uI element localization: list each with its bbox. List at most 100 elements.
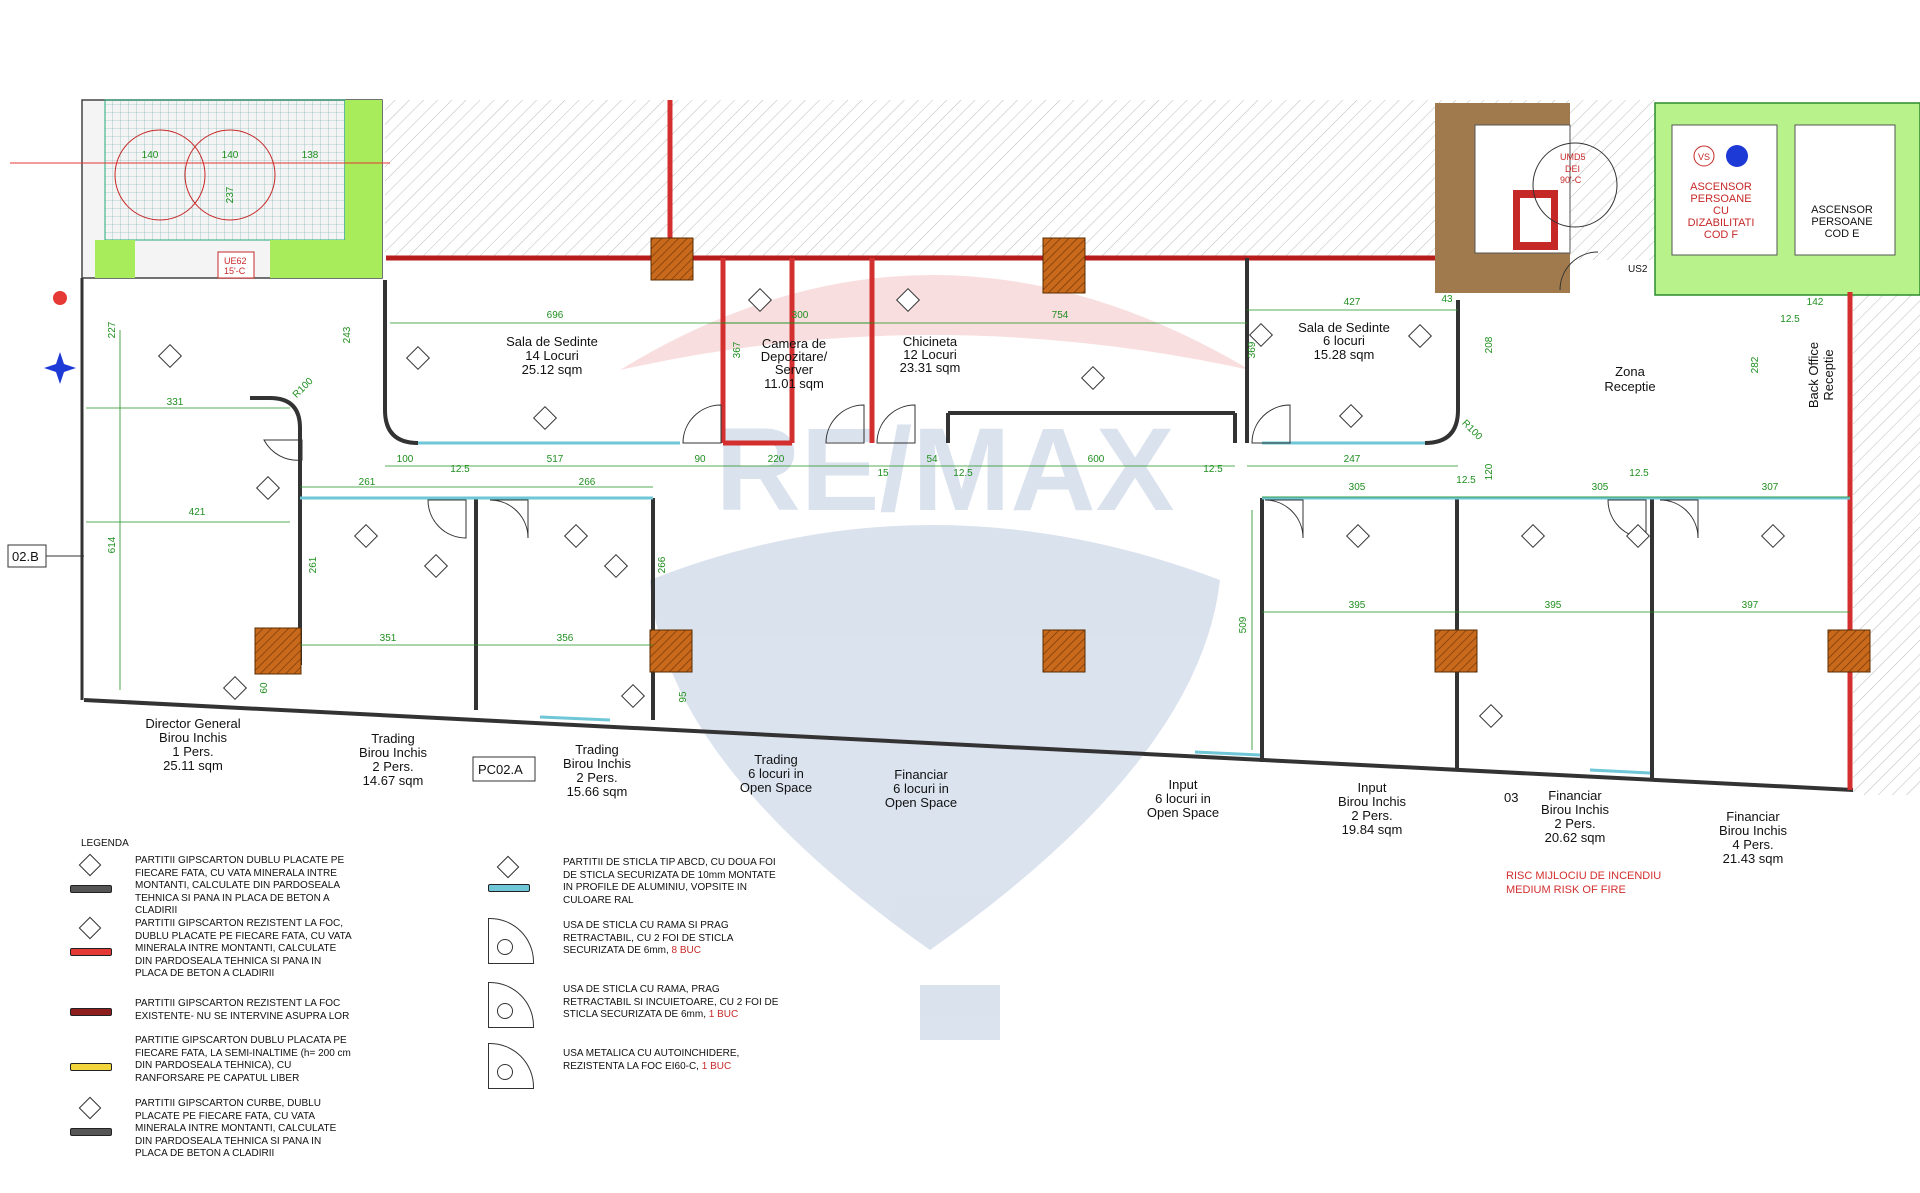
svg-text:Server: Server — [775, 362, 814, 377]
svg-text:Trading: Trading — [575, 742, 619, 757]
svg-text:25.12 sqm: 25.12 sqm — [522, 362, 583, 377]
svg-text:PERSOANE: PERSOANE — [1690, 193, 1751, 205]
svg-text:351: 351 — [380, 633, 397, 644]
svg-text:12 Locuri: 12 Locuri — [903, 347, 957, 362]
svg-text:Open Space: Open Space — [1147, 805, 1219, 820]
legend-swatch — [488, 884, 530, 892]
svg-text:12.5: 12.5 — [1780, 314, 1800, 325]
svg-text:12.5: 12.5 — [1456, 475, 1476, 486]
svg-text:Birou Inchis: Birou Inchis — [563, 756, 631, 771]
svg-text:261: 261 — [308, 556, 319, 573]
svg-text:Trading: Trading — [754, 752, 798, 767]
legend-swatch — [70, 1008, 112, 1016]
svg-text:15'-C: 15'-C — [224, 266, 246, 276]
svg-text:Open Space: Open Space — [885, 795, 957, 810]
svg-text:12.5: 12.5 — [450, 464, 470, 475]
lift-persons: ASCENSOR PERSOANE COD E — [1811, 204, 1873, 240]
hatched-zone-top — [385, 100, 1435, 258]
svg-text:19.84 sqm: 19.84 sqm — [1342, 822, 1403, 837]
columns — [254, 237, 1871, 675]
svg-text:331: 331 — [167, 397, 184, 408]
svg-text:Input: Input — [1169, 777, 1198, 792]
svg-text:12.5: 12.5 — [953, 468, 973, 479]
svg-text:20.62 sqm: 20.62 sqm — [1545, 830, 1606, 845]
svg-text:227: 227 — [107, 321, 118, 338]
svg-text:307: 307 — [1762, 482, 1779, 493]
fire-risk-note: RISC MIJLOCIU DE INCENDIU MEDIUM RISK OF… — [1506, 870, 1662, 896]
svg-text:COD F: COD F — [1704, 229, 1739, 241]
svg-text:300: 300 — [792, 310, 809, 321]
room-director: Director General Birou Inchis 1 Pers. 25… — [145, 716, 240, 773]
svg-text:ASCENSOR: ASCENSOR — [1690, 181, 1752, 193]
svg-text:Financiar: Financiar — [1726, 809, 1780, 824]
svg-text:PC02.A: PC02.A — [478, 762, 523, 777]
svg-text:ASCENSOR: ASCENSOR — [1811, 204, 1873, 216]
svg-text:367: 367 — [732, 341, 743, 358]
svg-text:427: 427 — [1344, 297, 1361, 308]
svg-text:US2: US2 — [1628, 264, 1648, 275]
svg-text:12.5: 12.5 — [1203, 464, 1223, 475]
red-marker — [53, 291, 67, 305]
svg-text:Trading: Trading — [371, 731, 415, 746]
svg-text:15.28 sqm: 15.28 sqm — [1314, 347, 1375, 362]
svg-text:397: 397 — [1742, 600, 1759, 611]
legend-swatch — [70, 948, 112, 956]
room-trading-2: Trading Birou Inchis 2 Pers. 15.66 sqm — [563, 742, 631, 799]
svg-text:696: 696 — [547, 310, 564, 321]
svg-text:2 Pers.: 2 Pers. — [1351, 808, 1392, 823]
svg-text:15.66 sqm: 15.66 sqm — [567, 784, 628, 799]
room-input-closed: Input Birou Inchis 2 Pers. 19.84 sqm — [1338, 780, 1406, 837]
perimeter-walls — [80, 255, 1854, 792]
svg-text:DIZABILITATI: DIZABILITATI — [1688, 217, 1755, 229]
svg-text:Birou Inchis: Birou Inchis — [1719, 823, 1787, 838]
svg-text:356: 356 — [557, 633, 574, 644]
svg-text:395: 395 — [1349, 600, 1366, 611]
room-input-open: Input 6 locuri in Open Space — [1147, 777, 1219, 820]
svg-text:21.43 sqm: 21.43 sqm — [1723, 851, 1784, 866]
svg-text:Financiar: Financiar — [1548, 788, 1602, 803]
service-core — [1435, 102, 1920, 296]
svg-text:Camera de: Camera de — [762, 336, 826, 351]
svg-text:305: 305 — [1349, 482, 1366, 493]
svg-text:6 locuri in: 6 locuri in — [748, 766, 804, 781]
svg-text:11.01 sqm: 11.01 sqm — [764, 376, 824, 391]
svg-text:6 locuri: 6 locuri — [1323, 333, 1365, 348]
svg-text:Birou Inchis: Birou Inchis — [1338, 794, 1406, 809]
svg-text:VS: VS — [1698, 152, 1710, 162]
svg-text:208: 208 — [1484, 336, 1495, 353]
svg-text:754: 754 — [1052, 310, 1069, 321]
svg-text:03: 03 — [1504, 790, 1518, 805]
svg-text:6 locuri in: 6 locuri in — [893, 781, 949, 796]
svg-text:60: 60 — [259, 682, 270, 694]
svg-text:237: 237 — [225, 186, 236, 203]
svg-text:23.31 sqm: 23.31 sqm — [900, 360, 961, 375]
svg-text:DEI: DEI — [1565, 164, 1580, 174]
svg-text:509: 509 — [1238, 616, 1249, 633]
room-trading-1: Trading Birou Inchis 2 Pers. 14.67 sqm — [359, 731, 427, 788]
svg-text:2 Pers.: 2 Pers. — [372, 759, 413, 774]
svg-text:Financiar: Financiar — [894, 767, 948, 782]
room-financiar-2: Financiar Birou Inchis 2 Pers. 20.62 sqm — [1541, 788, 1609, 845]
svg-text:243: 243 — [342, 326, 353, 343]
svg-text:140: 140 — [222, 150, 239, 161]
svg-text:220: 220 — [768, 454, 785, 465]
svg-text:43: 43 — [1441, 294, 1453, 305]
svg-text:UMD5: UMD5 — [1560, 152, 1586, 162]
fire-walls — [667, 100, 1853, 790]
svg-text:R100: R100 — [291, 376, 316, 401]
svg-text:4 Pers.: 4 Pers. — [1732, 837, 1773, 852]
room-zona-receptie: Zona Receptie — [1604, 364, 1655, 394]
partition-tags — [157, 287, 1786, 729]
room-labels: Sala de Sedinte 14 Locuri 25.12 sqm Came… — [145, 181, 1873, 866]
svg-text:54: 54 — [926, 454, 938, 465]
section-code-boxes: 02.B PC02.A 03 US2 UE62 15'-C UMD5 DEI 9… — [7, 152, 1710, 805]
svg-text:395: 395 — [1545, 600, 1562, 611]
svg-text:517: 517 — [547, 454, 564, 465]
svg-text:600: 600 — [1088, 454, 1105, 465]
svg-text:Depozitare/: Depozitare/ — [761, 349, 828, 364]
svg-text:14 Locuri: 14 Locuri — [525, 348, 579, 363]
legend-swatch — [70, 885, 112, 893]
svg-text:COD E: COD E — [1825, 228, 1860, 240]
room-sala-sedinte-6: Sala de Sedinte 6 locuri 15.28 sqm — [1298, 320, 1390, 362]
